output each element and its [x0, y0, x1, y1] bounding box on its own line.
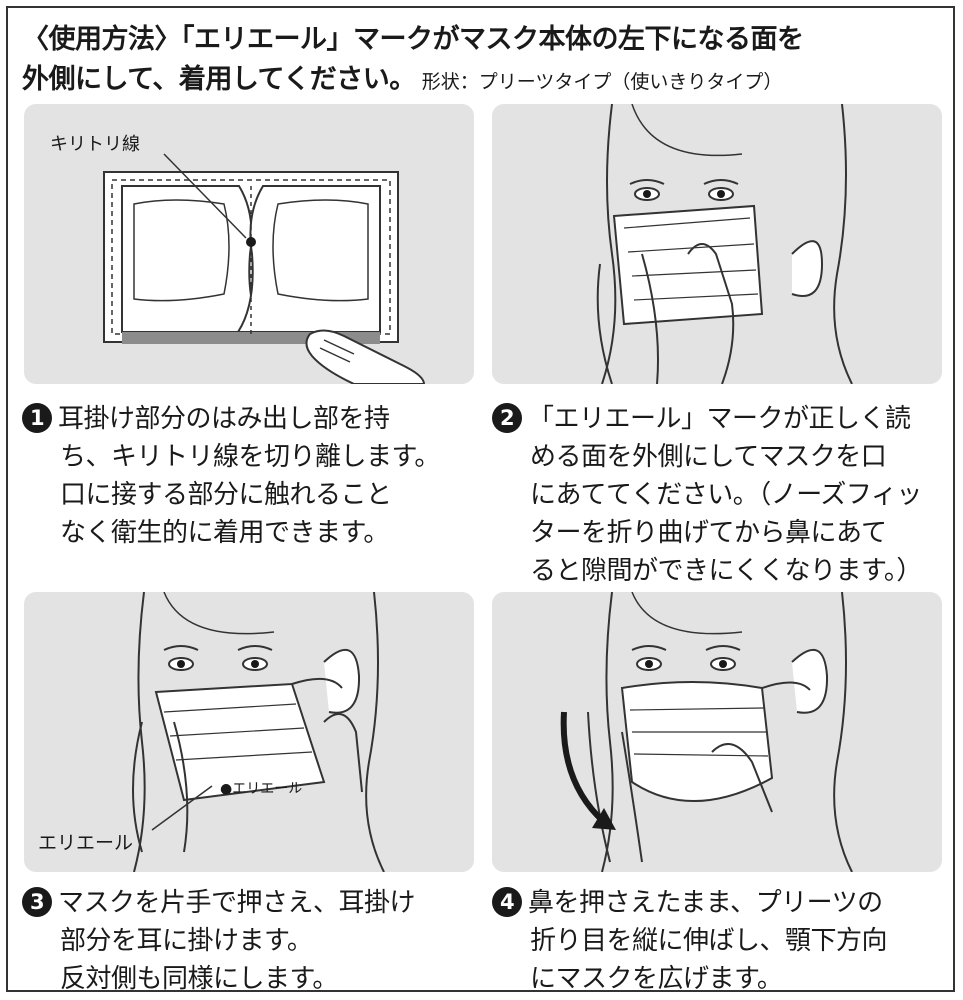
step-3-number: 3: [22, 887, 52, 917]
mask-brand-print: ●エリエール: [220, 781, 303, 797]
step-2-line-1: 「エリエール」マークが正しく読: [528, 404, 911, 434]
step-1-line-3: 口に接する部分に触れること: [60, 480, 392, 510]
illustration-step-2: [492, 104, 942, 384]
step-1-number: 1: [22, 403, 52, 433]
header-subtitle: 外側にして、着用してください。形状：プリーツタイプ（使いきりタイプ）: [22, 62, 952, 100]
brand-mark-label: エリエール: [38, 832, 134, 854]
cut-line-label: キリトリ線: [50, 134, 140, 155]
shape-note: 形状：プリーツタイプ（使いきりタイプ）: [421, 71, 783, 93]
step-2-line-3: にあててください。（ノーズフィッ: [530, 480, 922, 510]
woman-ear-loop-illustration: [132, 592, 385, 872]
instructions-header: 〈使用方法〉「エリエール」マークがマスク本体の左下になる面を 外側にして、着用し…: [22, 22, 952, 100]
step-3-line-3: 反対側も同様にします。: [60, 964, 338, 994]
illustration-step-1: キリトリ線: [24, 104, 474, 384]
mask-packet-illustration: [103, 153, 426, 384]
woman-adjusting-mask-illustration: [560, 592, 853, 872]
step-2-instruction: 2「エリエール」マークが正しく読 める面を外側にしてマスクを口 にあててください…: [492, 400, 922, 590]
step-4-line-3: にマスクを広げます。: [530, 964, 783, 994]
step-4-line-1: 鼻を押さえたまま、プリーツの: [528, 888, 883, 918]
woman-holding-mask-illustration: [596, 104, 853, 384]
step-1-line-2: ち、キリトリ線を切り離します。: [60, 442, 440, 472]
step-1-line-1: 耳掛け部分のはみ出し部を持: [58, 404, 390, 434]
step-2-line-2: める面を外側にしてマスクを口: [530, 442, 887, 472]
step-4-line-2: 折り目を縦に伸ばし、顎下方向: [530, 926, 888, 956]
instructions-sheet: 〈使用方法〉「エリエール」マークがマスク本体の左下になる面を 外側にして、着用し…: [6, 6, 955, 994]
step-2-line-5: ると隙間ができにくくなります。）: [530, 556, 922, 586]
illustration-step-3: ●エリエール エリエール: [24, 592, 474, 872]
step-2-line-4: ターを折り曲げてから鼻にあて: [530, 518, 887, 548]
illustration-step-4: [492, 592, 942, 872]
header-subtitle-main: 外側にして、着用してください。: [22, 64, 416, 95]
header-title: 〈使用方法〉「エリエール」マークがマスク本体の左下になる面を: [22, 24, 804, 55]
step-3-line-1: マスクを片手で押さえ、耳掛け: [58, 888, 416, 918]
step-3-line-2: 部分を耳に掛けます。: [60, 926, 313, 956]
step-1-line-4: なく衛生的に着用できます。: [60, 518, 389, 548]
step-2-number: 2: [492, 403, 522, 433]
step-4-number: 4: [492, 887, 522, 917]
